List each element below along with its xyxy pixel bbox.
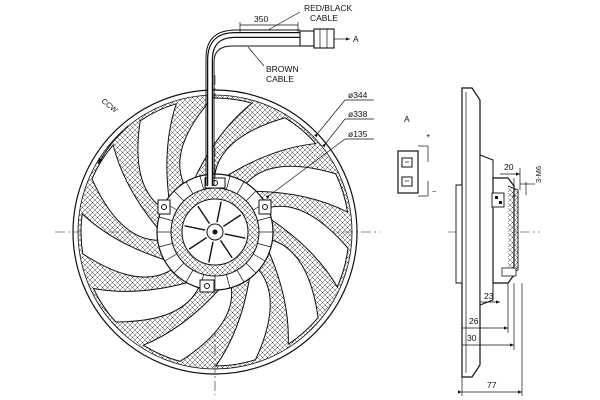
- front-lip: [455, 184, 463, 284]
- rotation-arrow: [97, 125, 129, 165]
- hub-rib: [226, 274, 231, 289]
- motor-bracket: [501, 267, 517, 277]
- fan-blades: [80, 97, 349, 367]
- hub-rib: [199, 175, 204, 190]
- hub-spoke: [224, 233, 246, 239]
- fan-blade: [268, 239, 319, 346]
- diameter-338-label: ø338: [348, 109, 368, 119]
- hub-rib: [164, 253, 178, 262]
- diameter-344-label: ø344: [348, 90, 368, 100]
- diameter-callouts: ø344 ø338 ø135: [265, 90, 374, 199]
- hub-rib: [252, 253, 266, 262]
- hub-rib: [185, 181, 194, 195]
- hub-rib: [158, 216, 173, 221]
- mounting-ear-right: [258, 199, 272, 215]
- hub-rib: [236, 181, 245, 195]
- dim-77-label: 77: [487, 380, 497, 390]
- motor-shaft: [212, 229, 218, 235]
- fan-blade: [214, 269, 271, 367]
- fan-blade: [91, 143, 159, 241]
- outer-ring-circle: [72, 89, 358, 375]
- connector-detail-a: A + −: [397, 114, 437, 197]
- hub-rib: [245, 190, 257, 202]
- positive-terminal-label: +: [426, 131, 431, 140]
- hub-rib: [185, 269, 194, 283]
- fan-blade: [137, 102, 178, 209]
- negative-terminal-label: −: [432, 187, 437, 196]
- red-black-cable: [205, 29, 300, 186]
- motor-back-hatch: [507, 185, 519, 275]
- hub-rib: [173, 190, 185, 202]
- hub-rib: [257, 243, 272, 248]
- hub-rib: [245, 262, 257, 274]
- hub-rib: [158, 243, 173, 248]
- dim-30-label: 30: [467, 333, 477, 343]
- hub-spoke: [222, 214, 242, 228]
- connector-ref-label: A: [353, 34, 359, 44]
- hub-spokes: [184, 201, 246, 263]
- hub-spoke: [208, 241, 214, 263]
- hub-ribs: [157, 174, 273, 290]
- cable-connector: [299, 28, 335, 49]
- hub-rib: [236, 269, 245, 283]
- fan-side-view: 20 3-M6 23 26 30 77: [448, 87, 543, 396]
- fan-blade: [80, 212, 172, 278]
- dim-26-label: 26: [469, 316, 479, 326]
- brown-cable: [213, 45, 300, 186]
- fan-blade: [92, 282, 200, 323]
- brown-leader: [247, 46, 265, 67]
- hub-spoke: [219, 239, 233, 259]
- dim-23-label: 23: [484, 291, 494, 301]
- rotation-label: CCW: [100, 96, 120, 115]
- fan-blade: [267, 205, 349, 288]
- dim-20-label: 20: [504, 162, 514, 172]
- connector-housing: [397, 150, 419, 194]
- red-black-label-line1: RED/BLACK: [304, 3, 353, 13]
- cable-length-label: 350: [254, 14, 268, 24]
- fan-blade: [214, 117, 317, 176]
- fan-front-view: A 350 RED/BLACK CABLE BROWN CABLE CCW ø3…: [55, 3, 380, 395]
- red-black-label-line2: CABLE: [310, 13, 338, 23]
- blade-profile: [479, 154, 494, 306]
- hub-rib: [173, 262, 185, 274]
- fan-blade: [142, 287, 233, 362]
- diameter-135-label: ø135: [348, 129, 368, 139]
- brown-label-line2: CABLE: [266, 74, 294, 84]
- hub-spoke: [197, 205, 211, 225]
- mounting-ear-left: [157, 199, 171, 215]
- pin-negative: [401, 176, 413, 187]
- hub-spoke: [184, 225, 206, 231]
- pin-positive: [401, 157, 413, 168]
- mounting-ear-bottom: [199, 279, 215, 293]
- detail-title: A: [404, 114, 410, 124]
- hub-spoke: [188, 236, 208, 250]
- fan-blade: [245, 165, 349, 213]
- hub-spoke: [216, 201, 222, 223]
- brown-label-line1: BROWN: [266, 64, 299, 74]
- motor-terminal-block: [491, 192, 505, 208]
- hub-rib: [257, 216, 272, 221]
- dim-m6-label: 3-M6: [534, 166, 543, 183]
- red-black-leader: [267, 11, 301, 31]
- hub-rib: [226, 175, 231, 190]
